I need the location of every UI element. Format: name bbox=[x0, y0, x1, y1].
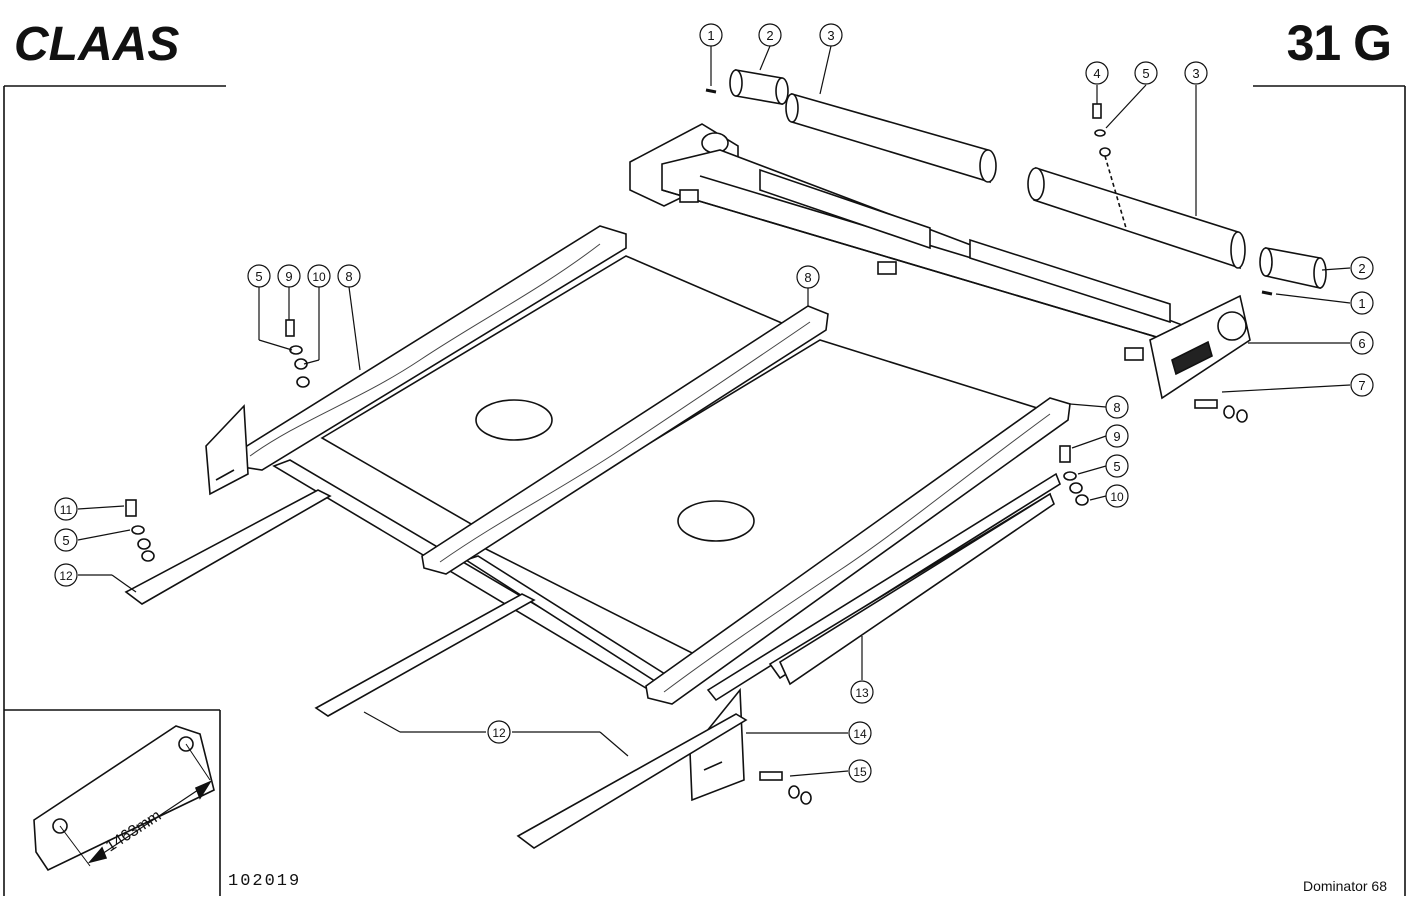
page-code: 31 G bbox=[1286, 15, 1392, 71]
callout-2-top: 2 bbox=[758, 23, 782, 47]
svg-text:6: 6 bbox=[1358, 336, 1365, 351]
svg-text:12: 12 bbox=[492, 726, 506, 740]
callout-7: 7 bbox=[1350, 373, 1374, 397]
roller-tube-assembly bbox=[629, 69, 1327, 423]
svg-text:1: 1 bbox=[707, 28, 714, 43]
leader-lines bbox=[77, 45, 1351, 777]
model-name: Dominator 68 bbox=[1302, 878, 1387, 894]
svg-text:2: 2 bbox=[1358, 261, 1365, 276]
callout-2-right: 2 bbox=[1350, 256, 1374, 280]
brand-text: CLAAS bbox=[14, 18, 179, 70]
svg-text:8: 8 bbox=[804, 270, 811, 285]
svg-text:8: 8 bbox=[1113, 400, 1120, 415]
callout-1-top: 1 bbox=[699, 23, 723, 47]
frame-lines bbox=[3, 85, 1406, 896]
svg-text:11: 11 bbox=[60, 503, 73, 517]
callout-5-top: 5 bbox=[1134, 61, 1158, 85]
svg-text:5: 5 bbox=[255, 269, 262, 284]
drawing-number: 102019 bbox=[228, 872, 302, 891]
svg-text:9: 9 bbox=[285, 269, 292, 284]
inset-detail: 1463mm bbox=[33, 725, 215, 872]
callout-11: 11 bbox=[54, 497, 78, 521]
svg-text:1: 1 bbox=[1358, 296, 1365, 311]
svg-text:8: 8 bbox=[345, 269, 352, 284]
callout-15: 15 bbox=[848, 759, 872, 783]
svg-text:2: 2 bbox=[766, 28, 773, 43]
callout-3-right: 3 bbox=[1184, 61, 1208, 85]
callout-8-left: 8 bbox=[337, 264, 361, 288]
callouts: 1 2 3 4 5 3 2 1 6 7 5 9 bbox=[54, 23, 1374, 783]
svg-text:15: 15 bbox=[853, 765, 867, 779]
callout-12-bottom: 12 bbox=[487, 720, 511, 744]
callout-6: 6 bbox=[1350, 331, 1374, 355]
svg-text:10: 10 bbox=[312, 270, 326, 284]
callout-5-left: 5 bbox=[247, 264, 271, 288]
callout-10-left: 10 bbox=[307, 264, 331, 288]
callout-4: 4 bbox=[1085, 61, 1109, 85]
callout-14: 14 bbox=[848, 721, 872, 745]
svg-text:3: 3 bbox=[827, 28, 834, 43]
svg-text:3: 3 bbox=[1192, 66, 1199, 81]
svg-text:10: 10 bbox=[1110, 490, 1124, 504]
svg-text:14: 14 bbox=[853, 727, 867, 741]
svg-text:12: 12 bbox=[59, 569, 73, 583]
svg-text:4: 4 bbox=[1093, 66, 1100, 81]
svg-text:5: 5 bbox=[1142, 66, 1149, 81]
callout-9-right: 9 bbox=[1105, 424, 1129, 448]
callout-8-middle: 8 bbox=[796, 265, 820, 289]
claas-logo: CLAAS bbox=[14, 18, 179, 70]
callout-9-left: 9 bbox=[277, 264, 301, 288]
callout-5-bottom-left: 5 bbox=[54, 528, 78, 552]
callout-8-right: 8 bbox=[1105, 395, 1129, 419]
callout-1-right: 1 bbox=[1350, 291, 1374, 315]
callout-5-right: 5 bbox=[1105, 454, 1129, 478]
svg-text:7: 7 bbox=[1358, 378, 1365, 393]
svg-text:5: 5 bbox=[62, 533, 69, 548]
svg-text:9: 9 bbox=[1113, 429, 1120, 444]
callout-12-left: 12 bbox=[54, 563, 78, 587]
callout-10-right: 10 bbox=[1105, 484, 1129, 508]
table-frame bbox=[124, 225, 1089, 849]
callout-3-top: 3 bbox=[819, 23, 843, 47]
callout-13: 13 bbox=[850, 680, 874, 704]
svg-text:5: 5 bbox=[1113, 459, 1120, 474]
svg-text:13: 13 bbox=[855, 686, 869, 700]
